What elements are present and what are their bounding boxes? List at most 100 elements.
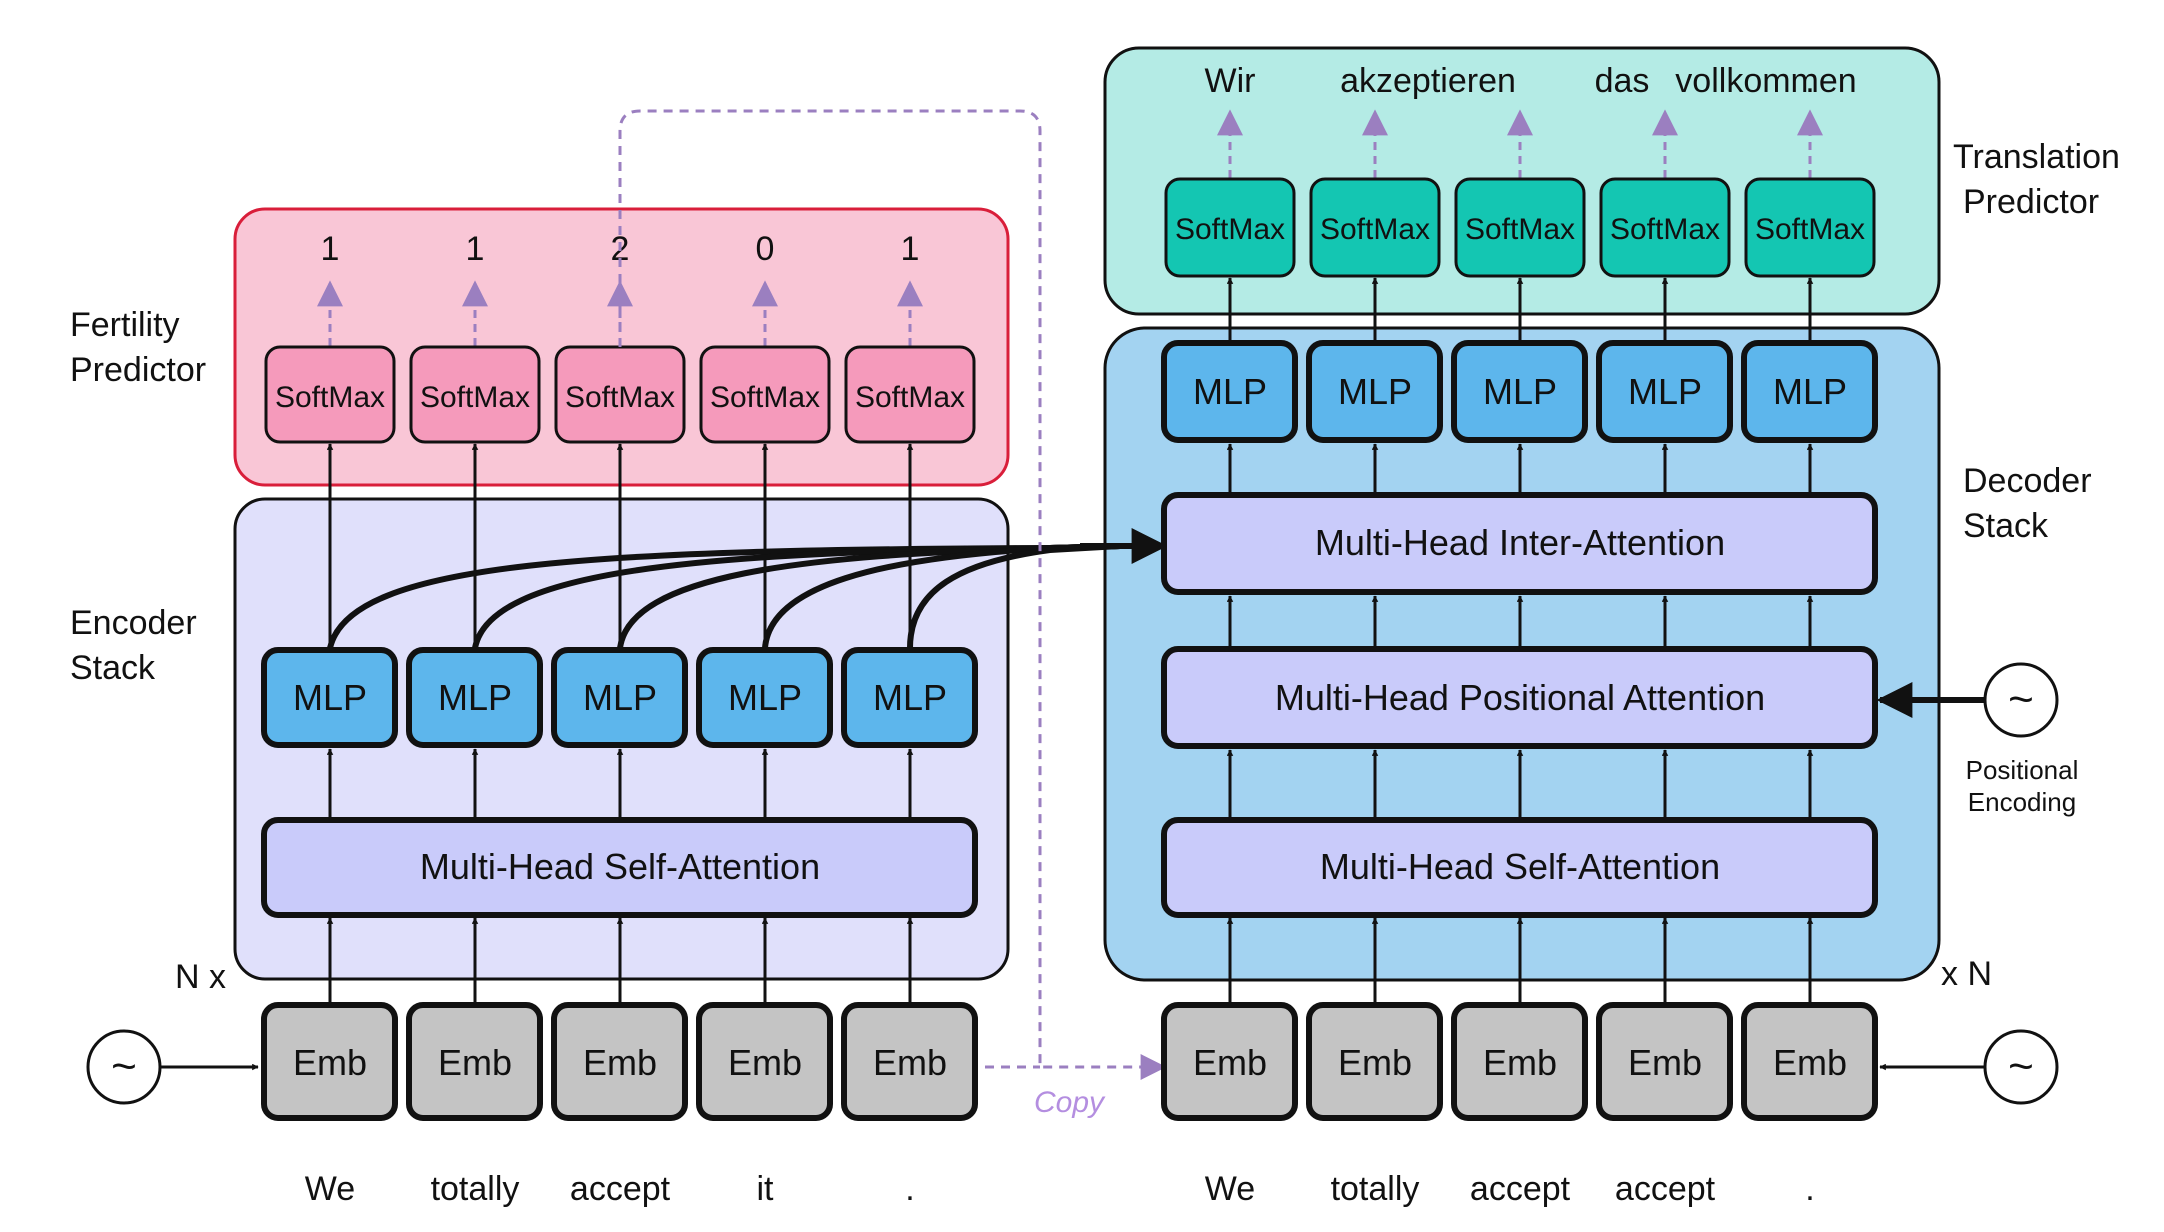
mlp-label: MLP (293, 677, 367, 718)
encoder-self-attention-label: Multi-Head Self-Attention (420, 846, 820, 887)
softmax-label: SoftMax (1610, 213, 1720, 246)
softmax-label: SoftMax (1175, 213, 1285, 246)
source-word: . (905, 1170, 914, 1208)
output-word: akzeptieren (1340, 62, 1516, 100)
emb-label: Emb (728, 1042, 802, 1083)
softmax-box (1309, 177, 1441, 278)
fertility-value: 1 (466, 230, 485, 268)
emb-label: Emb (1628, 1042, 1702, 1083)
encoder-output-curve-5 (907, 543, 1121, 649)
input-word: accept (1615, 1170, 1716, 1208)
output-word: Wir (1205, 62, 1256, 100)
translation-predictor-label-line2: Predictor (1963, 183, 2099, 221)
encoder-column-3: 2 SoftMax MLP Emb accept (551, 230, 688, 1208)
mlp-label: MLP (1628, 371, 1702, 412)
decoder-attention-positional-encoding-circle (1983, 662, 2059, 738)
fertility-value: 1 (321, 230, 340, 268)
softmax-box (1454, 177, 1586, 278)
softmax-label: SoftMax (710, 381, 820, 414)
encoder-column-5: 1 SoftMax MLP Emb . (841, 230, 978, 1208)
mlp-label: MLP (438, 677, 512, 718)
emb-box (1741, 1002, 1878, 1121)
source-word: We (305, 1170, 355, 1208)
mlp-label: MLP (1338, 371, 1412, 412)
mlp-label: MLP (583, 677, 657, 718)
softmax-box (1164, 177, 1296, 278)
fertility-predictor-label-line2: Predictor (70, 351, 206, 389)
mlp-box (1451, 340, 1588, 443)
mlp-label: MLP (1483, 371, 1557, 412)
softmax-box (264, 345, 396, 444)
decoder-self-attention-label: Multi-Head Self-Attention (1320, 846, 1720, 887)
copy-label: Copy (1034, 1086, 1106, 1119)
positional-encoding-label-line1: Positional (1966, 755, 2079, 785)
translation-predictor-label-line1: Translation (1953, 138, 2120, 176)
emb-label: Emb (1483, 1042, 1557, 1083)
encoder-column-1: 1 SoftMax MLP Emb We (261, 230, 398, 1208)
decoder-self-attention-box (1161, 817, 1878, 918)
mlp-label: MLP (1193, 371, 1267, 412)
decoder-stack-label-line1: Decoder (1963, 462, 2092, 500)
source-word: accept (570, 1170, 671, 1208)
emb-label: Emb (1193, 1042, 1267, 1083)
emb-box (261, 1002, 398, 1121)
decoder-positional-attention-box (1161, 646, 1878, 749)
emb-box (841, 1002, 978, 1121)
output-word: das (1595, 62, 1650, 100)
encoder-output-curve-3 (617, 543, 1121, 649)
mlp-box (841, 647, 978, 748)
emb-box (551, 1002, 688, 1121)
emb-box (1451, 1002, 1588, 1121)
mlp-box (406, 647, 543, 748)
encoder-column-2: 1 SoftMax MLP Emb totally (406, 230, 543, 1208)
softmax-box (409, 345, 541, 444)
input-word: . (1805, 1170, 1814, 1208)
wave-icon: ~ (2008, 675, 2034, 724)
emb-label: Emb (293, 1042, 367, 1083)
positional-encoding-label-line2: Encoding (1968, 787, 2076, 817)
emb-label: Emb (1338, 1042, 1412, 1083)
decoder-column-5: . SoftMax MLP Emb . (1741, 62, 1878, 1208)
decoder-inter-attention-label: Multi-Head Inter-Attention (1315, 522, 1725, 563)
output-word: vollkommen (1675, 62, 1856, 100)
emb-label: Emb (1773, 1042, 1847, 1083)
softmax-label: SoftMax (1465, 213, 1575, 246)
softmax-label: SoftMax (1320, 213, 1430, 246)
fertility-predictor-label-line1: Fertility (70, 306, 180, 344)
wave-icon: ~ (111, 1042, 137, 1091)
emb-box (406, 1002, 543, 1121)
decoder-column-3: das SoftMax MLP Emb accept (1451, 62, 1650, 1208)
mlp-box (551, 647, 688, 748)
mlp-box (1306, 340, 1443, 443)
emb-box (696, 1002, 833, 1121)
mlp-label: MLP (873, 677, 947, 718)
softmax-label: SoftMax (855, 381, 965, 414)
decoder-column-4: vollkommen SoftMax MLP Emb accept (1596, 62, 1857, 1208)
mlp-box (1596, 340, 1733, 443)
encoder-output-curve-4 (762, 543, 1121, 649)
fertility-value: 0 (756, 230, 775, 268)
emb-box (1596, 1002, 1733, 1121)
decoder-input-positional-encoding-circle (1983, 1029, 2059, 1105)
encoder-column-4: 0 SoftMax MLP Emb it (696, 230, 833, 1208)
softmax-box (1599, 177, 1731, 278)
softmax-box (699, 345, 831, 444)
decoder-inter-attention-box (1161, 492, 1878, 595)
mlp-label: MLP (728, 677, 802, 718)
wave-icon: ~ (2008, 1042, 2034, 1091)
emb-label: Emb (438, 1042, 512, 1083)
mlp-label: MLP (1773, 371, 1847, 412)
output-word: . (1805, 62, 1814, 100)
emb-box (1161, 1002, 1298, 1121)
emb-label: Emb (873, 1042, 947, 1083)
mlp-box (1741, 340, 1878, 443)
decoder-repeat-label: x N (1941, 955, 1992, 993)
emb-label: Emb (583, 1042, 657, 1083)
source-word: totally (431, 1170, 520, 1208)
fertility-value: 1 (901, 230, 920, 268)
softmax-label: SoftMax (275, 381, 385, 414)
decoder-column-2: akzeptieren SoftMax MLP Emb totally (1306, 62, 1516, 1208)
encoder-positional-encoding-circle (86, 1029, 162, 1105)
source-word: it (757, 1170, 775, 1208)
decoder-column-1: Wir SoftMax MLP Emb We (1161, 62, 1298, 1208)
